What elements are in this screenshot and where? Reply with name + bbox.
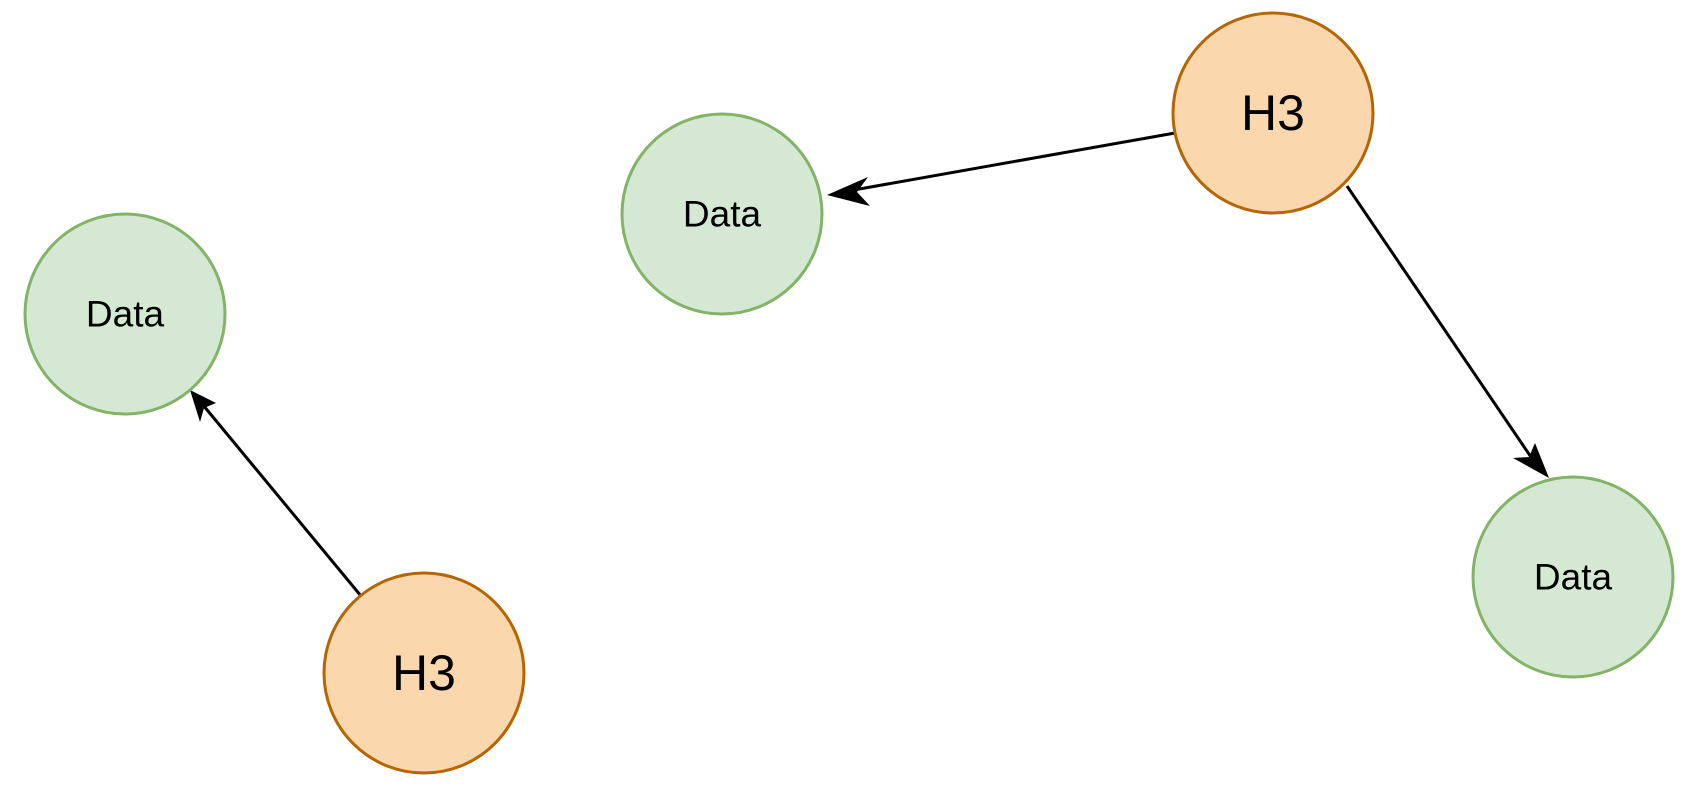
edge-line [201, 404, 363, 597]
node-circle [23, 212, 227, 416]
arrowhead-icon [190, 390, 216, 422]
arrowhead-icon [827, 177, 870, 206]
node-circle [620, 112, 824, 316]
edge-line [847, 131, 1176, 193]
nodes: Data H3 Data H3 Data [23, 11, 1675, 775]
data-node-right[interactable]: Data [1471, 475, 1675, 679]
edge-h3-right-to-data-right[interactable] [1345, 185, 1549, 478]
node-label: Data [1534, 557, 1613, 598]
node-circle [1471, 475, 1675, 679]
node-circle [1171, 11, 1375, 215]
arrowhead-icon [1513, 443, 1549, 478]
node-circle [322, 571, 526, 775]
node-label: H3 [392, 645, 456, 701]
edge-h3-left-to-data-left[interactable] [190, 390, 363, 597]
data-node-middle[interactable]: Data [620, 112, 824, 316]
h3-node-left[interactable]: H3 [322, 571, 526, 775]
edge-line [1345, 185, 1535, 461]
edges [190, 131, 1549, 597]
data-node-left[interactable]: Data [23, 212, 227, 416]
edge-h3-right-to-data-middle[interactable] [827, 131, 1176, 206]
node-label: Data [86, 294, 165, 335]
node-label: Data [683, 194, 762, 235]
node-label: H3 [1241, 85, 1305, 141]
h3-node-right[interactable]: H3 [1171, 11, 1375, 215]
